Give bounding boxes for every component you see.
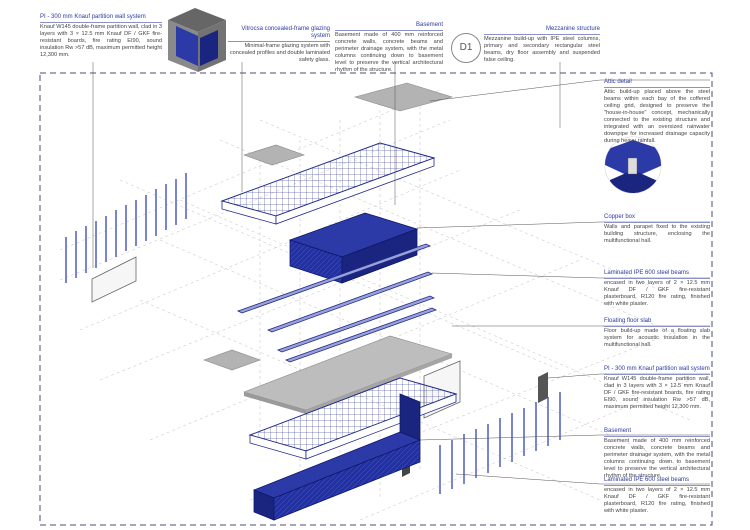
label-text: Basement made of 400 mm reinforced concr… — [604, 438, 710, 479]
label-text: Minimal-frame glazing system with concea… — [229, 43, 330, 63]
label-text: Basement made of 400 mm reinforced concr… — [335, 32, 443, 73]
label-top-glazing: Vitrocsa concealed-frame glazing system … — [228, 26, 330, 64]
attic-slab — [353, 82, 454, 112]
steel-beams — [236, 243, 438, 363]
glazing-pane-left — [91, 256, 137, 303]
label-text: Walls and parapet fixed to the existing … — [604, 224, 710, 244]
label-copper-box: Copper box Walls and parapet fixed to th… — [604, 214, 710, 245]
inset-partition-detail — [168, 8, 226, 72]
label-title: PI - 300 mm Knauf partition wall system — [604, 366, 710, 375]
label-title: Attic detail — [604, 79, 710, 88]
label-title: Basement — [335, 22, 443, 31]
detail-badge: D1 — [451, 33, 481, 63]
label-floating-floor: Floating floor slab Floor build-up made … — [604, 318, 710, 349]
label-top-mezzanine: Mezzanine structure Mezzanine build-up w… — [484, 26, 600, 64]
partition-dark-panel — [538, 372, 548, 403]
label-steel-beams-1: Laminated IPE 600 steel beams encased in… — [604, 270, 710, 308]
label-text: encased in two layers of 2 × 12.5 mm Kna… — [604, 487, 710, 514]
label-title: PI - 300 mm Knauf partition wall system — [40, 14, 162, 23]
label-title: Laminated IPE 600 steel beams — [604, 477, 710, 486]
label-top-basement: Basement Basement made of 400 mm reinfor… — [335, 22, 443, 74]
left-columns — [65, 173, 187, 283]
label-text: Mezzanine build-up with IPE steel column… — [484, 36, 600, 63]
small-slab-top — [243, 144, 305, 166]
label-partition-wall: PI - 300 mm Knauf partition wall system … — [604, 366, 710, 411]
label-title: Basement — [604, 428, 710, 437]
label-text: Attic build-up placed above the steel be… — [604, 89, 710, 144]
small-slab-left — [203, 349, 261, 371]
label-top-partition: PI - 300 mm Knauf partition wall system … — [40, 14, 162, 59]
label-title: Mezzanine structure — [484, 26, 600, 35]
label-title: Copper box — [604, 214, 710, 223]
label-attic-detail: Attic detail Attic build-up placed above… — [604, 79, 710, 145]
label-title: Floating floor slab — [604, 318, 710, 327]
label-title: Vitrocsa concealed-frame glazing system — [228, 26, 330, 42]
label-text: encased in two layers of 2 × 12.5 mm Kna… — [604, 280, 710, 307]
label-text: Knauf W145 double-frame partition wall, … — [40, 24, 162, 58]
basement-tub-front — [273, 439, 421, 521]
label-text: Knauf W145 double-frame partition wall, … — [604, 376, 710, 410]
label-basement: Basement Basement made of 400 mm reinfor… — [604, 428, 710, 480]
label-text: Floor build-up made of a floating slab s… — [604, 328, 710, 348]
label-title: Laminated IPE 600 steel beams — [604, 270, 710, 279]
label-steel-beams-2: Laminated IPE 600 steel beams encased in… — [604, 477, 710, 515]
right-columns — [439, 392, 561, 494]
dashed-frame — [39, 72, 713, 526]
